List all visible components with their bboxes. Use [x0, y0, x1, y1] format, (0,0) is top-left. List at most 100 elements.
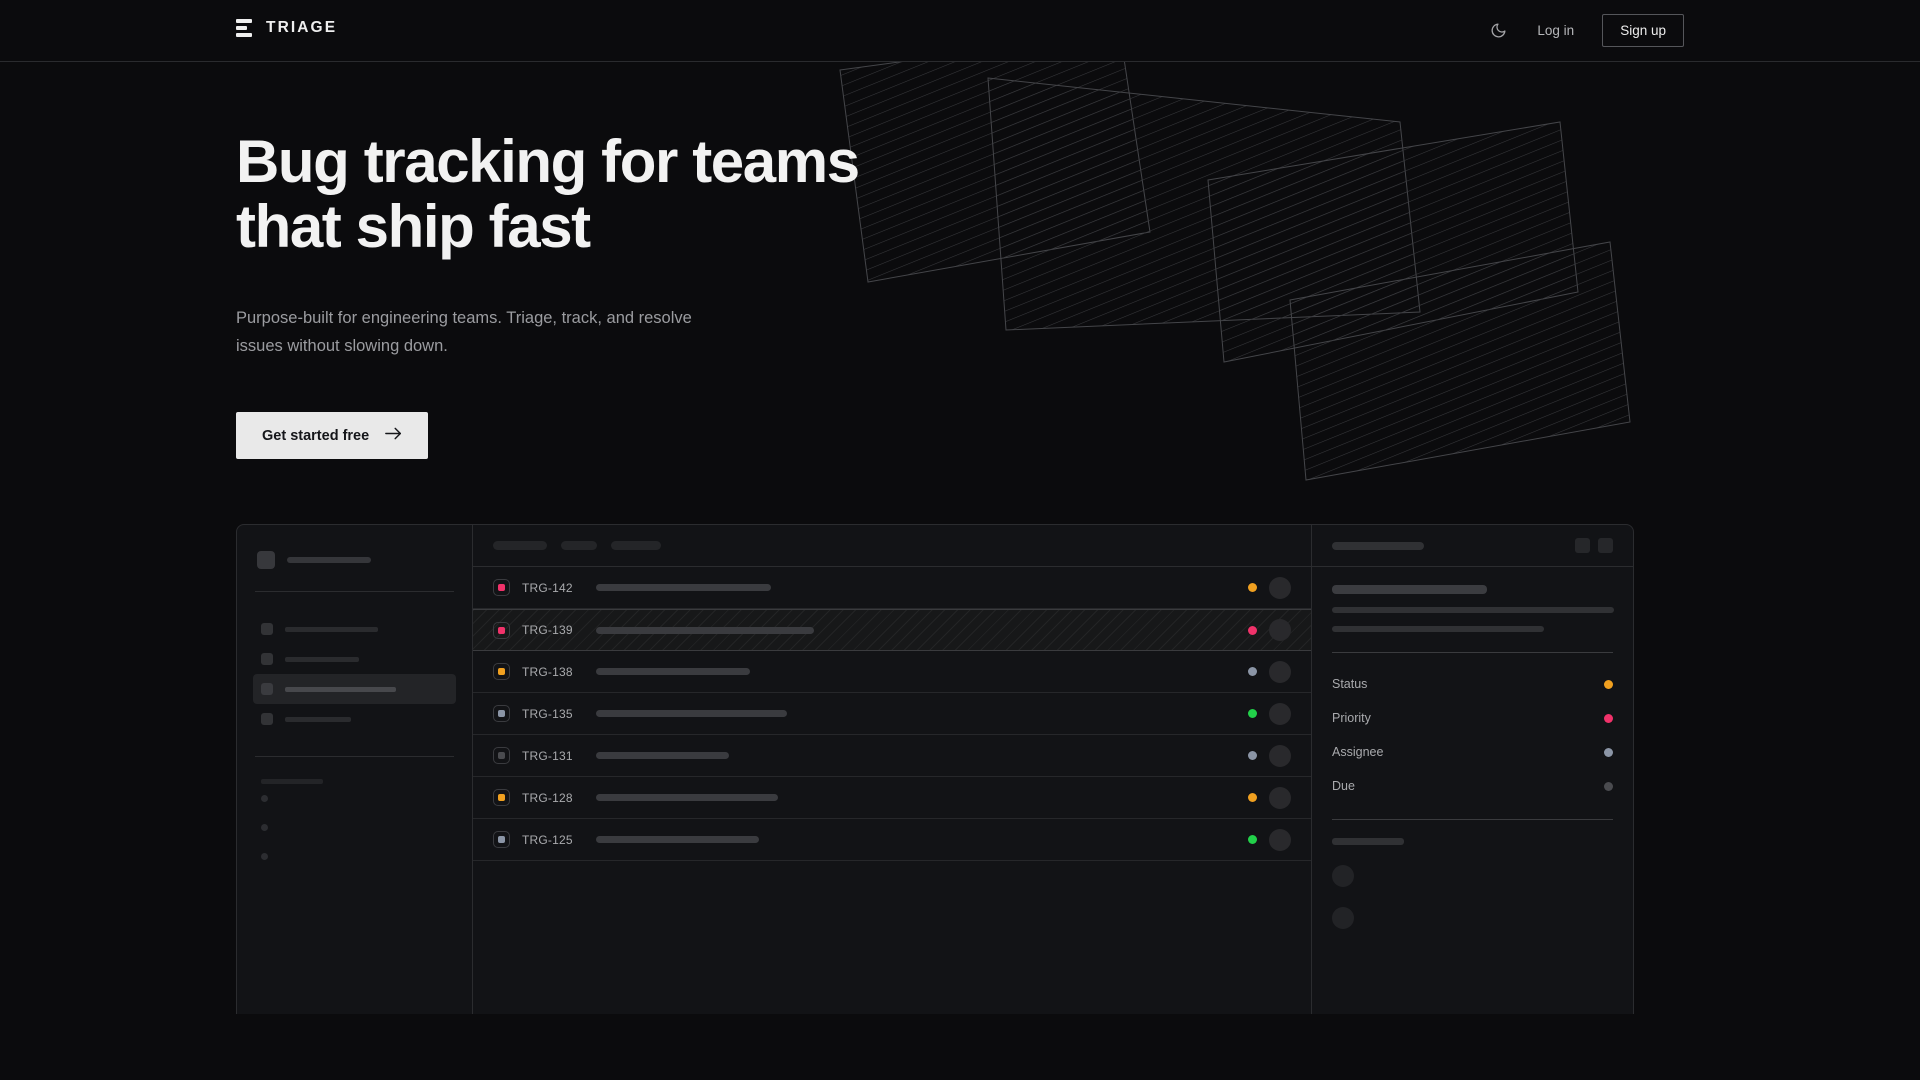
- brand-name: TRIAGE: [266, 19, 338, 36]
- table-row[interactable]: TRG-139: [473, 609, 1311, 651]
- meta-label: Priority: [1332, 711, 1371, 725]
- avatar: [1269, 660, 1291, 683]
- meta-row-assignee[interactable]: Assignee: [1332, 735, 1613, 769]
- get-started-button[interactable]: Get started free: [236, 412, 429, 460]
- moon-icon[interactable]: [1487, 20, 1509, 42]
- workspace-name-placeholder: [287, 557, 371, 563]
- sidebar-nav: [253, 614, 456, 734]
- table-row[interactable]: TRG-131: [473, 735, 1311, 777]
- issue-id: TRG-135: [522, 706, 573, 721]
- filter-pill-2[interactable]: [611, 541, 661, 550]
- avatar: [1269, 619, 1291, 641]
- sidebar-item-2[interactable]: [253, 674, 456, 704]
- meta-label: Due: [1332, 779, 1355, 793]
- issue-id: TRG-131: [522, 748, 573, 763]
- hero-subtitle-line-1: Purpose-built for engineering teams. Tri…: [236, 308, 635, 327]
- detail-issue-title-placeholder: [1332, 585, 1487, 594]
- get-started-label: Get started free: [262, 427, 370, 444]
- issue-title-placeholder: [596, 668, 750, 675]
- sidebar-sub-dot-icon: [261, 853, 268, 860]
- sidebar-sub-item-2[interactable]: [253, 842, 456, 871]
- issue-title-placeholder: [596, 584, 771, 591]
- detail-comments-label: [1332, 838, 1404, 845]
- priority-badge-icon: [493, 789, 510, 806]
- sidebar-item-label: [285, 626, 378, 632]
- sidebar-sub-dot-icon: [261, 824, 268, 831]
- table-row[interactable]: TRG-138: [473, 651, 1311, 693]
- page-title: Bug tracking for teams that ship fast: [236, 128, 996, 260]
- signup-button[interactable]: Sign up: [1602, 14, 1684, 47]
- row-meta: [1248, 828, 1291, 851]
- sidebar-section-label: [261, 779, 323, 784]
- sidebar-item-3[interactable]: [253, 704, 456, 734]
- avatar: [1269, 828, 1291, 851]
- issue-id: TRG-138: [522, 664, 573, 679]
- row-meta: [1248, 576, 1291, 599]
- avatar: [1269, 702, 1291, 725]
- meta-row-status[interactable]: Status: [1332, 667, 1613, 701]
- sidebar-item-icon: [261, 713, 273, 725]
- filter-pill-1[interactable]: [561, 541, 597, 550]
- sidebar-divider-bottom: [255, 756, 454, 757]
- detail-actions: [1575, 538, 1613, 553]
- priority-badge-icon: [493, 579, 510, 596]
- issue-id: TRG-128: [522, 790, 573, 805]
- issue-list-toolbar: [473, 525, 1311, 567]
- issue-title-placeholder: [596, 752, 729, 759]
- issue-title-placeholder: [596, 710, 787, 717]
- workspace-switcher[interactable]: [253, 547, 456, 569]
- hero-title-line-1: Bug tracking for teams: [236, 128, 860, 195]
- meta-label: Assignee: [1332, 745, 1384, 759]
- login-link[interactable]: Log in: [1537, 23, 1575, 38]
- sidebar-sub-item-0[interactable]: [253, 784, 456, 813]
- hero-subtitle: Purpose-built for engineering teams. Tri…: [236, 304, 716, 361]
- brand-logo[interactable]: TRIAGE: [236, 19, 337, 37]
- meta-label: Status: [1332, 677, 1368, 691]
- detail-header: [1312, 525, 1633, 567]
- detail-paragraph-line-0: [1332, 607, 1614, 613]
- meta-value-dot: [1604, 679, 1613, 689]
- meta-value-dot: [1604, 781, 1613, 791]
- row-meta: [1248, 786, 1291, 809]
- row-meta: [1248, 702, 1291, 725]
- table-row[interactable]: TRG-142: [473, 567, 1311, 609]
- hero-title-line-2: that ship fast: [236, 192, 591, 260]
- sidebar-item-icon: [261, 653, 273, 665]
- detail-action-icon-2[interactable]: [1598, 538, 1613, 553]
- status-badge: [1248, 625, 1257, 635]
- priority-badge-icon: [493, 621, 510, 639]
- table-row[interactable]: TRG-135: [473, 693, 1311, 735]
- hero-subtitle-line-2: resolve issues without slowing down.: [236, 308, 692, 355]
- status-badge: [1248, 835, 1257, 844]
- issue-title-placeholder: [596, 836, 759, 843]
- meta-row-due[interactable]: Due: [1332, 769, 1613, 803]
- table-row[interactable]: TRG-125: [473, 819, 1311, 861]
- site-header: TRIAGE Log in Sign up: [0, 0, 1920, 62]
- sidebar-sub-dot-icon: [261, 795, 268, 802]
- row-meta: [1248, 619, 1291, 641]
- workspace-avatar: [257, 551, 275, 569]
- sidebar-sub-item-1[interactable]: [253, 813, 456, 842]
- comment-avatar-1: [1332, 907, 1354, 929]
- detail-divider: [1332, 652, 1613, 653]
- meta-value-dot: [1604, 713, 1613, 723]
- filter-pill-0[interactable]: [493, 541, 547, 550]
- mockup-sidebar: [237, 525, 473, 1014]
- priority-badge-icon: [493, 831, 510, 848]
- issue-id: TRG-139: [522, 623, 573, 637]
- avatar: [1269, 786, 1291, 809]
- priority-badge-icon: [493, 705, 510, 722]
- detail-divider-2: [1332, 819, 1613, 820]
- sidebar-item-1[interactable]: [253, 644, 456, 674]
- row-meta: [1248, 744, 1291, 767]
- priority-badge-icon: [493, 747, 510, 764]
- detail-action-icon-1[interactable]: [1575, 538, 1590, 553]
- meta-row-priority[interactable]: Priority: [1332, 701, 1613, 735]
- sidebar-item-icon: [261, 683, 273, 695]
- table-row[interactable]: TRG-128: [473, 777, 1311, 819]
- sidebar-item-0[interactable]: [253, 614, 456, 644]
